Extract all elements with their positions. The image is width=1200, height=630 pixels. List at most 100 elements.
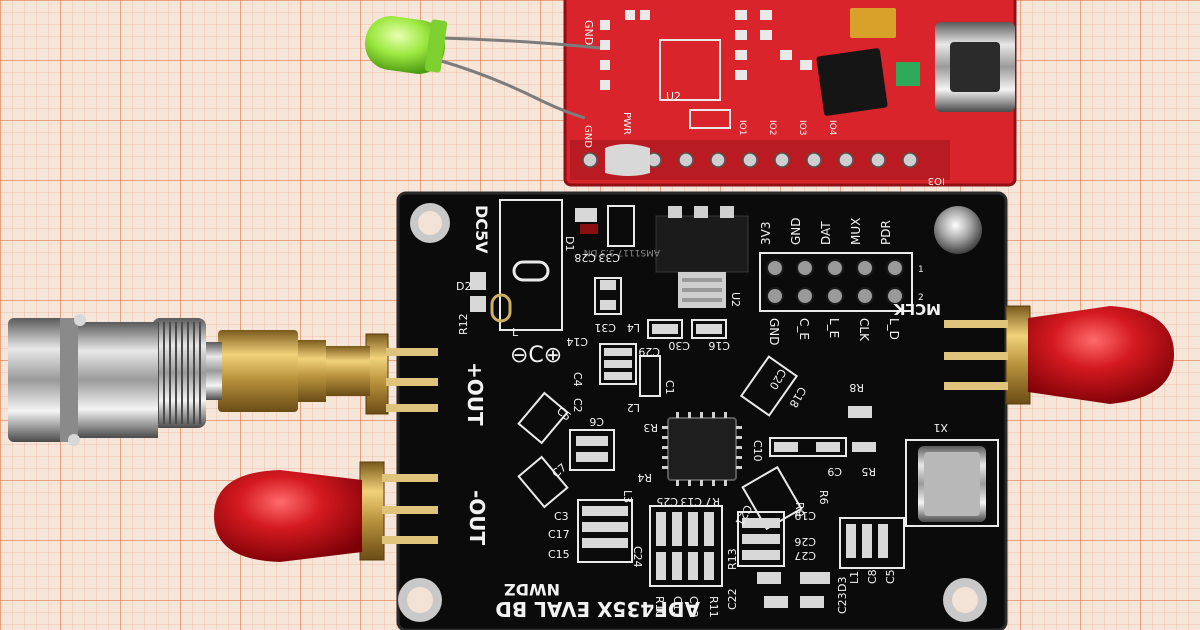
out-plus-sma-connector	[198, 330, 438, 415]
bnc-adapter	[8, 314, 206, 446]
part-c1: C1	[663, 380, 676, 395]
tantalum-cap	[850, 8, 896, 38]
mounting-holes	[398, 203, 987, 622]
dc-pad	[490, 293, 512, 323]
polarity-symbol: ⊖C⊕	[510, 343, 562, 368]
board-title: ADF435X EVAL BD	[495, 597, 700, 621]
part-c5b: C5	[884, 569, 897, 584]
part-l2: L2	[627, 401, 640, 414]
green-smd-led	[896, 62, 920, 86]
out-minus-sma-connector	[214, 461, 438, 562]
black-board-body	[398, 193, 1006, 630]
part-d3: D3	[836, 577, 849, 592]
part-r7: R7	[705, 495, 720, 508]
screw-top-right	[934, 206, 982, 254]
header-bottom-ce: C_E	[797, 318, 811, 340]
part-l4: L4	[627, 321, 640, 334]
part-c26: C26	[794, 535, 816, 548]
red-board-gnd-bottom-label: GND	[582, 125, 593, 148]
part-c24: C24	[631, 546, 644, 568]
red-board-u2-label: U2	[666, 90, 681, 103]
header-bottom-le: L_E	[827, 318, 841, 338]
part-c2: C2	[571, 398, 584, 413]
part-r5: R5	[861, 465, 876, 478]
header-top-dat: DAT	[819, 221, 833, 245]
control-header: 1 2	[759, 252, 924, 312]
out-plus-label: +OUT	[463, 362, 487, 426]
red-board-gnd-label: GND	[582, 20, 595, 45]
part-c14: C14	[566, 335, 588, 348]
svg-text:1: 1	[918, 265, 924, 275]
part-r4: R4	[637, 471, 652, 484]
part-r9: R9	[793, 502, 806, 517]
part-r11: R11	[707, 596, 720, 618]
part-l3: L3	[621, 490, 634, 503]
adf435x-eval-board: DC5V ⊖C⊕ AMS1117 3.3 DN U2 1 2 3V3 GND D…	[396, 191, 1008, 630]
red-board-io-label: IO3	[928, 175, 945, 186]
red-arduino-board: GND U2 GND PWR IO3 IO1 IO2 IO3 IO4	[563, 0, 1017, 187]
green-led	[364, 16, 448, 74]
red-board-header-label-1: IO1	[737, 120, 747, 135]
part-c3: C3	[554, 510, 569, 523]
part-d2: D2	[456, 280, 471, 293]
part-c27: C27	[794, 549, 816, 562]
part-c15: C15	[548, 548, 570, 561]
mcu-chip	[816, 48, 888, 116]
header-bottom-ld: L_D	[887, 318, 901, 340]
voltage-regulator	[655, 215, 749, 273]
part-c22: C22	[726, 588, 739, 610]
part-l1: L1	[848, 571, 861, 584]
dc-jack-slot	[512, 260, 550, 282]
part-c12: C12	[687, 596, 700, 618]
svg-text:2: 2	[918, 293, 924, 303]
part-l: L	[512, 326, 519, 339]
dc5v-label: DC5V	[472, 205, 491, 254]
red-board-header-label-2: IO2	[767, 120, 777, 135]
mclk-sma-connector	[944, 305, 1174, 405]
part-c4: C4	[571, 372, 584, 387]
smd-components	[470, 205, 905, 608]
part-c31: C31	[594, 321, 616, 334]
header-bottom-clk: CLK	[857, 318, 871, 342]
part-c6: C6	[589, 415, 604, 428]
part-c19: C19	[794, 509, 816, 522]
led-wire-2	[437, 58, 586, 120]
header-top-3v3: 3V3	[759, 222, 773, 245]
part-c13: C13	[680, 495, 702, 508]
part-c30: C30	[668, 339, 690, 352]
led-wire-1	[439, 36, 601, 50]
header-top-pdr: PDR	[879, 220, 893, 245]
part-c9: C9	[827, 465, 842, 478]
red-cap-out-minus	[214, 470, 362, 562]
part-c25: C25	[656, 495, 678, 508]
red-board-body	[565, 0, 1015, 185]
board-brand: NWDZ	[504, 580, 560, 599]
header-top-mux: MUX	[849, 218, 863, 245]
part-d1: D1	[563, 236, 576, 251]
out-minus-label: -OUT	[465, 490, 489, 546]
part-r13: R13	[726, 548, 739, 570]
part-c17: C17	[548, 528, 570, 541]
crystal-oscillator	[905, 439, 999, 527]
part-r3: R3	[643, 421, 658, 434]
part-r10: R10	[653, 596, 666, 618]
part-c11: C11	[671, 596, 684, 618]
red-board-pwr-label: PWR	[621, 112, 632, 135]
mclk-label: MCLK	[893, 300, 941, 318]
part-c29: C29	[638, 345, 660, 358]
part-c16: C16	[708, 339, 730, 352]
part-u2: U2	[729, 292, 742, 307]
dc-jack-outline	[499, 199, 563, 331]
header-top-gnd: GND	[789, 217, 803, 245]
part-r12: R12	[457, 313, 470, 335]
part-c8: C8	[866, 569, 879, 584]
red-board-header-label-4: IO4	[827, 120, 837, 136]
regulator-label: AMS1117 3.3 DN	[584, 247, 660, 257]
adf435x-chip	[662, 412, 742, 486]
header-bottom-gnd: GND	[767, 318, 781, 346]
red-board-header-label-3: IO3	[797, 120, 807, 135]
part-c23: C23	[836, 592, 849, 614]
red-board-header-pins	[570, 140, 950, 180]
